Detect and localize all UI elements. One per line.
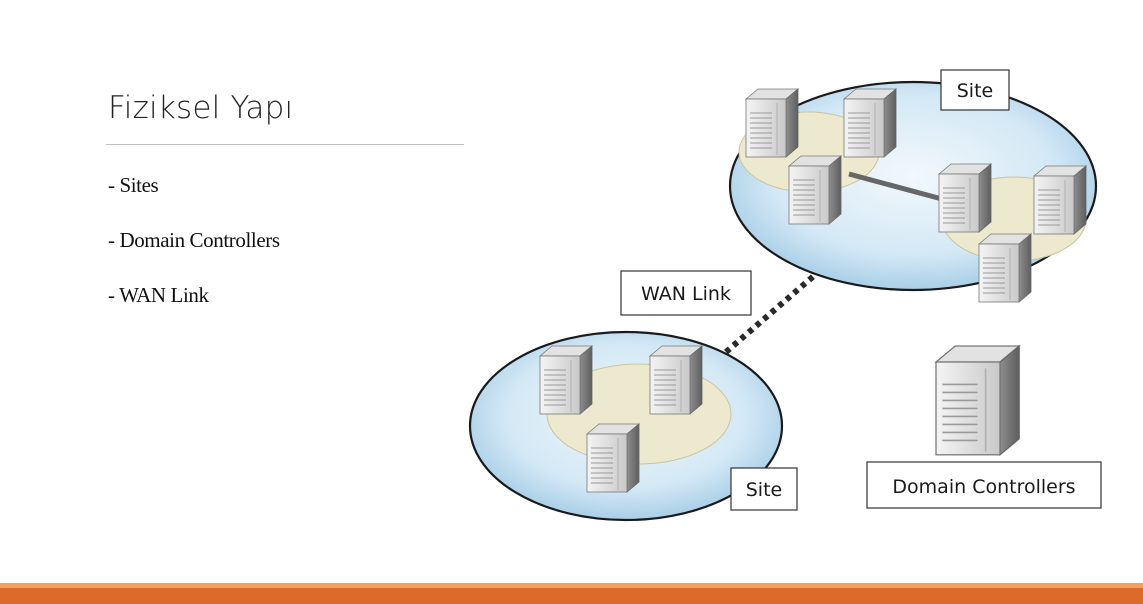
server-icon — [539, 345, 593, 415]
server-icon — [1033, 165, 1087, 235]
label-domain-controllers: Domain Controllers — [866, 461, 1102, 509]
svg-text:Domain Controllers: Domain Controllers — [892, 476, 1075, 498]
bullet-wan-link: - WAN Link — [108, 283, 209, 307]
accent-bar-stripe — [0, 583, 1143, 588]
server-icon — [843, 88, 897, 158]
site-top — [728, 80, 1098, 303]
server-icon — [978, 233, 1032, 303]
server-icon — [938, 163, 992, 233]
server-icon — [586, 423, 640, 493]
title-divider — [106, 144, 464, 145]
svg-text:WAN Link: WAN Link — [641, 283, 731, 305]
site-bottom — [468, 330, 784, 522]
server-icon — [788, 155, 842, 225]
svg-text:Site: Site — [746, 479, 782, 501]
bullet-sites: - Sites — [108, 173, 159, 197]
slide-title: Fiziksel Yapı — [108, 90, 294, 126]
accent-bar — [0, 583, 1143, 604]
label-site-top: Site — [940, 69, 1010, 111]
server-icon — [745, 88, 799, 158]
bullet-list: - Sites - Domain Controllers - WAN Link — [108, 170, 280, 335]
physical-structure-diagram: Site WAN Link Site Domain Controllers — [464, 34, 1110, 544]
svg-text:Site: Site — [957, 80, 993, 102]
label-wan-link: WAN Link — [620, 270, 752, 316]
server-icon — [649, 345, 703, 415]
label-site-bottom: Site — [730, 467, 798, 511]
bullet-domain-controllers: - Domain Controllers — [108, 228, 280, 252]
domain-controller-server-icon — [935, 345, 1021, 456]
